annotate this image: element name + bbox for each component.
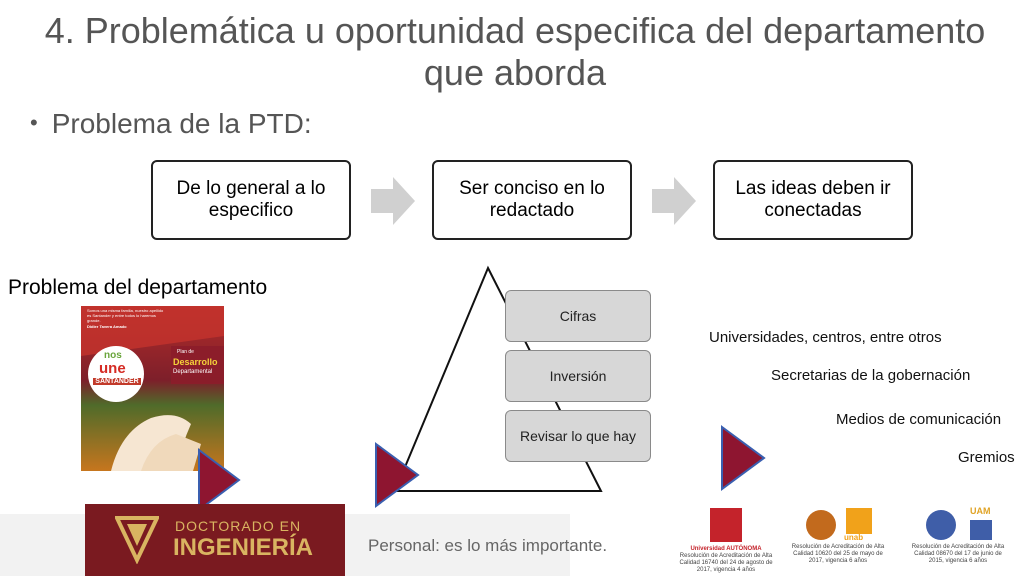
red-triangle-icon (721, 425, 766, 491)
cover-logo-bottom: SANTANDER (93, 378, 141, 385)
cover-logo-mid: une (99, 360, 126, 377)
source-gremios: Gremios (958, 449, 1015, 466)
source-medios: Medios de comunicación (836, 411, 1002, 428)
uam-logo-text: UAM (970, 506, 991, 516)
stack-box-revisar: Revisar lo que hay (505, 410, 651, 462)
red-triangle-icon (198, 448, 241, 512)
flow-box-general: De lo general a lo especifico (151, 160, 351, 240)
accreditation-block-3: UAM Resolución de Acreditación de Alta C… (906, 506, 1010, 565)
source-secretarias: Secretarias de la gobernación (771, 367, 971, 384)
accreditation-text: Resolución de Acreditación de Alta Calid… (791, 544, 885, 564)
seal-icon (926, 510, 956, 540)
bullet-problem-ptd: • Problema de la PTD: (30, 108, 312, 140)
triangle-emblem-icon (115, 516, 159, 564)
source-universidades: Universidades, centros, entre otros (709, 329, 942, 346)
development-plan-cover: Somos una misma familia, nuestro apellid… (81, 306, 224, 471)
accreditation-text: Resolución de Acreditación de Alta Calid… (911, 544, 1005, 564)
doctorado-logo-line2: INGENIERÍA (173, 534, 314, 561)
seal-icon (806, 510, 836, 540)
accreditation-block-2: unab Resolución de Acreditación de Alta … (788, 508, 888, 565)
doctorado-logo: DOCTORADO EN INGENIERÍA (85, 504, 345, 576)
cover-small-text: Somos una misma familia, nuestro apellid… (87, 308, 164, 323)
accreditation-text: Resolución de Acreditación de Alta Calid… (679, 553, 773, 573)
accreditation-unab-block: Universidad AUTÓNOMA Resolución de Acred… (676, 508, 776, 574)
unab-logo-icon (846, 508, 872, 534)
bullet-text: Problema de la PTD: (51, 108, 312, 139)
unab-logo-text: unab (844, 533, 864, 542)
stack-box-inversion: Inversión (505, 350, 651, 402)
department-problem-label: Problema del departamento (8, 276, 268, 299)
university-logo-name: Universidad AUTÓNOMA (690, 546, 762, 552)
cover-signature: Didier Tavera Amado (87, 324, 127, 329)
cover-plan-line3: Departamental (173, 369, 213, 375)
arrow-right-icon (371, 177, 415, 225)
uam-logo-icon (970, 520, 992, 540)
doctorado-logo-line1: DOCTORADO EN (175, 518, 302, 534)
bullet-dot-icon: • (30, 110, 38, 135)
red-triangle-icon (375, 442, 420, 508)
cover-plan-line1: Plan de (177, 349, 194, 355)
stack-box-cifras: Cifras (505, 290, 651, 342)
slide-title: 4. Problemática u oportunidad especifica… (44, 10, 986, 93)
university-logo-icon (710, 508, 742, 542)
flow-box-conectadas: Las ideas deben ir conectadas (713, 160, 913, 240)
footer-tagline: Personal: es lo más importante. (368, 536, 608, 555)
flow-box-conciso: Ser conciso en lo redactado (432, 160, 632, 240)
cover-plan-line2: Desarrollo (173, 357, 218, 367)
arrow-right-icon (652, 177, 696, 225)
cover-logo-top: nos (104, 350, 122, 361)
